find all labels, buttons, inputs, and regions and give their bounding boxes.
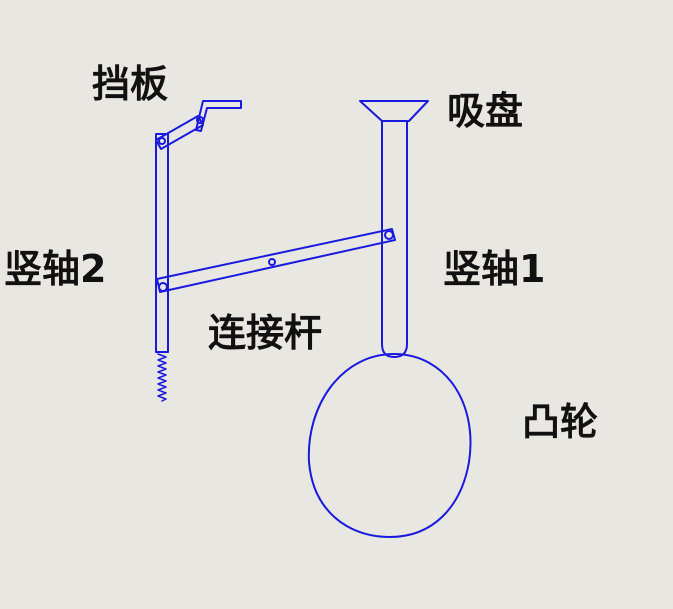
rod-joint-middle [268,258,276,266]
suction-cup [359,100,429,122]
shaft2-top-pin [158,137,166,145]
vertical-shaft-1 [381,120,408,358]
connecting-rod [156,228,396,293]
baffle-plate [195,100,242,132]
spring [157,353,167,402]
rod-joint-left [158,282,168,292]
cam [307,353,472,538]
label-vertical-shaft-1: 竖轴1 [443,247,546,291]
label-connecting-rod: 连接杆 [208,311,323,355]
label-baffle: 挡板 [92,62,169,106]
label-suction-cup: 吸盘 [447,89,524,133]
vertical-shaft-2 [155,133,169,353]
label-cam: 凸轮 [522,400,599,444]
label-vertical-shaft-2: 竖轴2 [4,247,107,291]
rod-joint-right [384,230,394,240]
